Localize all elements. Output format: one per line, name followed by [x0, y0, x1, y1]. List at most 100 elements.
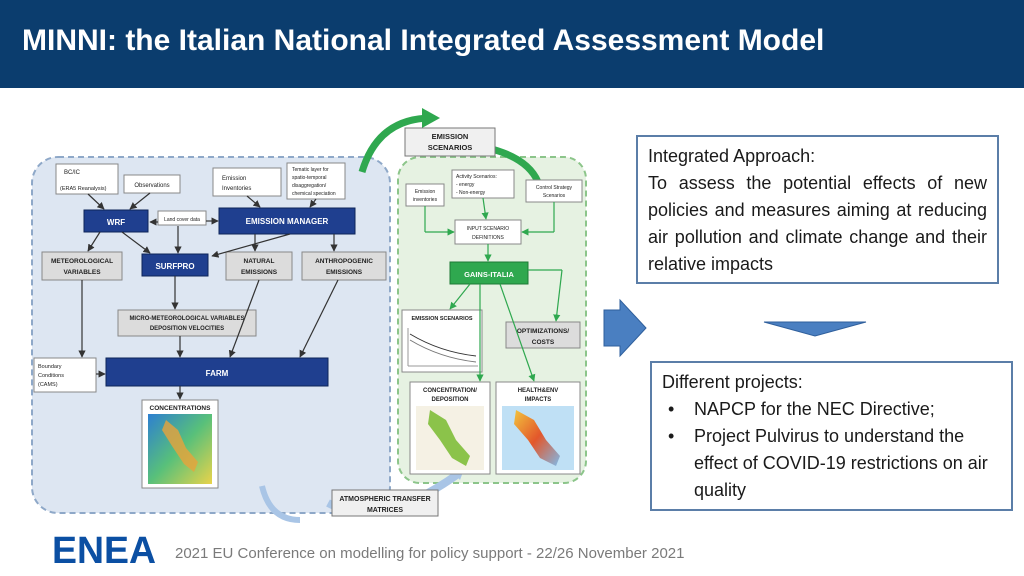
observations-box: Observations [123, 174, 181, 194]
control-strategy-box: Control Strategy Scenarios [525, 179, 583, 203]
emission-inventories-right-box: Emission inventories [405, 183, 445, 207]
activity-scenarios-line2: - energy [456, 182, 475, 188]
projects-list: • NAPCP for the NEC Directive; • Project P… [662, 396, 1001, 504]
emission-scenarios-top-line1: EMISSION [432, 132, 469, 141]
footer-text: 2021 EU Conference on modelling for poli… [175, 545, 685, 562]
left-flow-arrows [78, 192, 339, 400]
enea-logo: ENEA [50, 531, 158, 567]
activity-scenarios-line1: Activity Scenarios: [456, 174, 497, 180]
natural-emissions-box: NATURAL EMISSIONS [225, 251, 293, 281]
land-cover-box: Land cover data [157, 210, 207, 226]
tematic-layer-box: Tematic layer for spatio-temporal disagg… [286, 162, 346, 200]
atmospheric-transfer-box: ATMOSPHERIC TRANSFER MATRICES [331, 489, 439, 517]
bc-ic-line1: BC/IC [64, 170, 81, 176]
optimizations-box: OPTIMIZATIONS/ COSTS [505, 321, 581, 349]
emission-manager-label: EMISSION MANAGER [246, 217, 329, 226]
farm-label: FARM [206, 369, 229, 378]
right-flow-arrows [424, 197, 563, 382]
curved-arrow-to-scenarios-head [422, 108, 440, 128]
input-scenario-box: INPUT SCENARIO DEFINITIONS [454, 219, 522, 245]
control-strategy-line2: Scenarios [543, 193, 566, 199]
emission-scenarios-small-label: EMISSION SCENARIOS [411, 316, 472, 322]
micro-meteorological-line1: MICRO-METEOROLOGICAL VARIABLES [129, 316, 244, 322]
italy-shape-green [428, 410, 470, 466]
anthropogenic-emissions-line2: EMISSIONS [326, 269, 363, 276]
mini-chart-line-1 [409, 333, 477, 357]
input-scenario-line2: DEFINITIONS [472, 235, 504, 241]
emission-inventories-line1: Emission [222, 176, 246, 182]
title-bar: MINNI: the Italian National Integrated A… [0, 0, 1024, 88]
boundary-conditions-line1: Boundary [38, 364, 62, 370]
wrf-label: WRF [107, 218, 125, 227]
emission-inventories-right-line2: inventories [413, 197, 438, 203]
bullet-icon: • [668, 399, 675, 419]
emission-scenarios-chart-box: EMISSION SCENARIOS [401, 309, 483, 373]
micro-meteorological-box: MICRO-METEOROLOGICAL VARIABLES DEPOSITIO… [117, 309, 257, 337]
down-arrow-icon [763, 321, 867, 337]
wrf-box: WRF [83, 209, 149, 233]
health-env-line1: HEALTH&ENV [518, 388, 559, 394]
integrated-approach-heading: Integrated Approach: [648, 146, 816, 166]
optimizations-line1: OPTIMIZATIONS/ [517, 328, 569, 335]
page-title: MINNI: the Italian National Integrated A… [22, 24, 825, 57]
activity-scenarios-line3: - Non-energy [456, 190, 486, 196]
tematic-layer-line3: disaggregation/ [292, 183, 327, 189]
different-projects-box: Different projects: • NAPCP for the NEC D… [650, 361, 1013, 511]
atmospheric-transfer-line1: ATMOSPHERIC TRANSFER [339, 496, 430, 503]
right-arrow-icon [603, 298, 647, 358]
input-scenario-line1: INPUT SCENARIO [467, 226, 510, 232]
italy-shape-left [162, 420, 198, 472]
bc-ic-box: BC/IC (ERA5 Reanalysis) [55, 163, 119, 195]
concentrations-box: CONCENTRATIONS [141, 399, 219, 489]
concentrations-label: CONCENTRATIONS [150, 405, 212, 412]
italy-shape-red [514, 410, 560, 466]
curved-arrow-to-scenarios [358, 114, 433, 174]
emission-inventories-right-line1: Emission [415, 189, 436, 195]
bc-ic-line2: (ERA5 Reanalysis) [60, 186, 107, 192]
concentration-deposition-line2: DEPOSITION [431, 397, 468, 403]
emission-inventories-line2: Inventories [222, 186, 251, 192]
emission-inventories-box: Emission Inventories [212, 167, 282, 197]
emission-scenarios-top-box: EMISSION SCENARIOS [404, 127, 496, 157]
concentration-deposition-line1: CONCENTRATION/ [423, 388, 477, 394]
activity-scenarios-box: Activity Scenarios: - energy - Non-energ… [451, 169, 515, 199]
curved-arrow-transfer-down [259, 485, 301, 523]
observations-label: Observations [134, 183, 169, 189]
surfpro-box: SURFPRO [141, 253, 209, 277]
surfpro-label: SURFPRO [155, 262, 194, 271]
mini-chart-line-2 [409, 339, 477, 363]
boundary-conditions-line3: (CAMS) [38, 382, 58, 388]
optimizations-line2: COSTS [532, 339, 555, 346]
project-item-text: NAPCP for the NEC Directive; [694, 399, 935, 419]
bullet-icon: • [668, 426, 675, 446]
meteorological-variables-line2: VARIABLES [63, 269, 101, 276]
boundary-conditions-box: Boundary Conditions (CAMS) [33, 357, 97, 393]
gains-italia-label: GAINS-ITALIA [464, 270, 514, 279]
anthropogenic-emissions-line1: ANTHROPOGENIC [315, 258, 373, 265]
project-item-text: Project Pulvirus to understand the effec… [694, 426, 988, 500]
tematic-layer-line4: chemical speciation [292, 191, 336, 197]
gains-italia-box: GAINS-ITALIA [449, 261, 529, 285]
natural-emissions-line2: EMISSIONS [241, 269, 278, 276]
anthropogenic-emissions-box: ANTHROPOGENIC EMISSIONS [301, 251, 387, 281]
land-cover-label: Land cover data [164, 217, 200, 223]
health-env-box: HEALTH&ENV IMPACTS [495, 381, 581, 475]
tematic-layer-line1: Tematic layer for [292, 167, 329, 173]
list-item: • NAPCP for the NEC Directive; [662, 396, 1001, 423]
boundary-conditions-line2: Conditions [38, 373, 64, 379]
meteorological-variables-line1: METEOROLOGICAL [51, 258, 113, 265]
farm-box: FARM [105, 357, 329, 387]
atmospheric-transfer-line2: MATRICES [367, 507, 403, 514]
tematic-layer-line2: spatio-temporal [292, 175, 326, 181]
integrated-approach-body: To assess the potential effects of new p… [648, 173, 987, 274]
concentration-deposition-box: CONCENTRATION/ DEPOSITION [409, 381, 491, 475]
emission-scenarios-top-line2: SCENARIOS [428, 143, 473, 152]
emission-manager-box: EMISSION MANAGER [218, 207, 356, 235]
meteorological-variables-box: METEOROLOGICAL VARIABLES [41, 251, 123, 281]
enea-logo-text: ENEA [52, 531, 156, 567]
projects-heading: Different projects: [662, 372, 803, 392]
integrated-approach-box: Integrated Approach: To assess the poten… [636, 135, 999, 284]
list-item: • Project Pulvirus to understand the effe… [662, 423, 1001, 504]
control-strategy-line1: Control Strategy [536, 185, 573, 191]
